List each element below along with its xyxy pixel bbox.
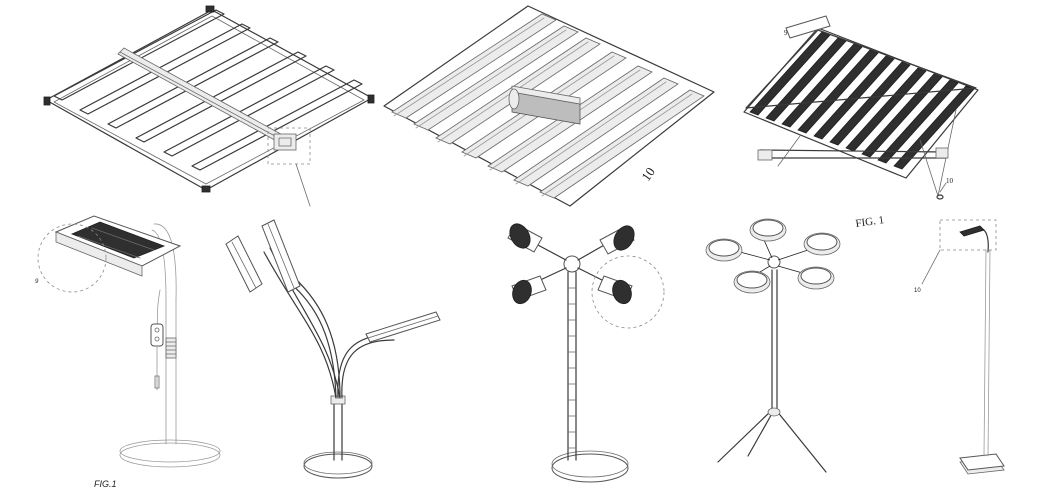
lamp-base — [551, 450, 629, 483]
power-cord-switch — [150, 289, 164, 391]
frame-grow-light: 9 10 FIG. 1 — [743, 15, 979, 230]
folding-bar-grow-light — [43, 5, 375, 207]
three-head-gooseneck-lamp — [225, 219, 441, 479]
tripod-legs — [717, 407, 827, 473]
figure-label: FIG. 1 — [855, 214, 885, 230]
frame-top-edge — [745, 29, 977, 109]
five-disc-tripod-lamp — [705, 218, 841, 473]
reference-leader-line — [939, 182, 947, 193]
frame-light-bars — [749, 31, 975, 170]
detail-callout-box — [939, 219, 997, 251]
par-bulb-heads — [507, 223, 635, 305]
hub — [563, 255, 581, 273]
lamp-pole — [771, 269, 778, 409]
detail-leader-line — [295, 163, 311, 207]
reference-numeral-9: 9 — [35, 279, 39, 285]
lamp-pole — [151, 223, 177, 445]
gooseneck-pole — [567, 271, 577, 461]
lamp-base — [303, 451, 373, 479]
hub — [767, 255, 781, 269]
detail-callout-circle — [591, 255, 665, 329]
driver-box — [273, 133, 297, 151]
reference-numeral-10: 10 — [638, 164, 658, 183]
disc-light-heads — [705, 218, 841, 294]
bar-lamp-panel: 10 — [383, 5, 715, 207]
lamp-pole — [977, 227, 991, 457]
slim-floor-lamp: 10 — [914, 219, 1005, 475]
lamp-base — [959, 453, 1005, 475]
lamp-base — [119, 439, 221, 468]
four-bulb-floor-lamp — [507, 223, 665, 483]
tube-light-heads — [225, 219, 441, 343]
frame-stand — [757, 109, 957, 200]
detail-callout-box — [267, 127, 311, 165]
floor-lamp-head — [959, 225, 985, 237]
reference-leader-line — [921, 249, 941, 285]
lamp-pole — [330, 395, 346, 461]
bar-grow-light-frame — [43, 5, 375, 193]
reference-numeral-10: 10 — [946, 177, 954, 185]
reference-numeral-9: 9 — [784, 29, 788, 37]
driver-module — [508, 85, 581, 125]
desk-panel-lamp: 9 FIG.1 — [35, 215, 221, 489]
reference-numeral-10: 10 — [914, 288, 921, 294]
light-panel-head — [54, 215, 182, 277]
mount-bracket — [785, 15, 831, 39]
figure-label: FIG.1 — [94, 479, 117, 489]
detail-callout-circle — [37, 223, 107, 293]
